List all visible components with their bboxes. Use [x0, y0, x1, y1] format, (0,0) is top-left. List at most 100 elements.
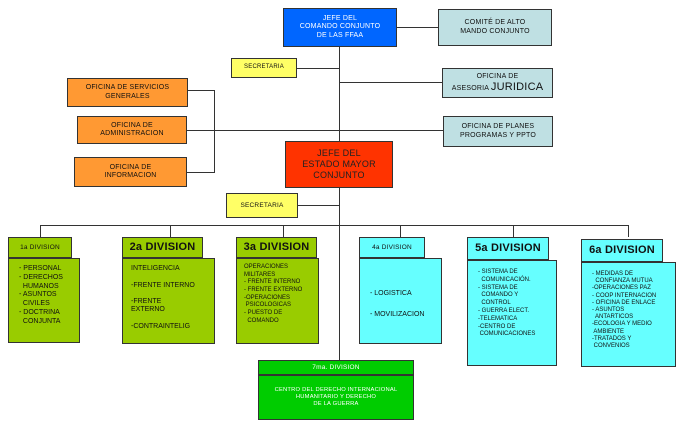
comite-alto-mando-box: COMITÉ DE ALTO MANDO CONJUNTO	[438, 9, 552, 46]
division-3-item: -OPERACIONES	[244, 294, 291, 301]
division-7-body: CENTRO DEL DERECHO INTERNACIONAL HUMANIT…	[258, 375, 414, 420]
jefe-comando-conjunto-label: JEFE DEL COMANDO CONJUNTO DE LAS FFAA	[299, 14, 381, 39]
connector-div3	[283, 225, 284, 237]
division-5-item: - SISTEMA DE	[478, 269, 518, 275]
division-6-item: - OFICINA DE ENLACE	[592, 299, 656, 306]
division-2-title: 2a DIVISION	[129, 240, 196, 253]
asesoria-juridica-box: OFICINA DE ASESORIA JURIDICA	[442, 68, 553, 98]
division-5-title: 5a DIVISION	[475, 241, 541, 254]
oficina-planes-label: OFICINA DE PLANES PROGRAMAS Y PPTO	[460, 123, 536, 139]
division-2-item	[131, 273, 206, 281]
oficina-informacion-label: OFICINA DE INFORMACION	[104, 163, 157, 179]
division-6-title: 6a DIVISION	[589, 243, 655, 256]
division-6-item: CONFIANZA MUTUA	[592, 278, 653, 285]
connector-informacion	[187, 172, 215, 173]
division-1-item: - DOCTRINA	[19, 308, 60, 316]
connector-asesoria	[339, 82, 442, 83]
division-1-title: 1a DIVISION	[20, 243, 60, 251]
division-2-body: INTELIGENCIA -FRENTE INTERNO -FRENTE EXT…	[122, 258, 215, 344]
division-3-title: 3a DIVISION	[243, 240, 310, 253]
oficina-informacion-box: OFICINA DE INFORMACION	[74, 157, 187, 187]
secretaria-1-label: SECRETARIA	[244, 64, 284, 71]
division-7-item: CENTRO DEL DERECHO INTERNACIONAL	[274, 386, 398, 393]
division-1-item: HUMANOS	[19, 282, 59, 290]
division-7-item: HUMANITARIO Y DERECHO	[295, 393, 377, 400]
division-3-item: MILITARES	[244, 271, 276, 278]
division-2-item: -FRENTE INTERNO	[131, 281, 195, 289]
division-3-item: - PUESTO DE	[244, 310, 283, 317]
division-3-body: OPERACIONES MILITARES - FRENTE INTERNO -…	[236, 258, 319, 344]
connector-servicios	[187, 90, 215, 91]
division-5-body: - SISTEMA DE COMUNICACIÓN. - SISTEMA DE …	[467, 260, 557, 366]
oficina-administracion-label: OFICINA DE ADMINISTRACION	[100, 121, 164, 137]
oficina-servicios-generales-box: OFICINA DE SERVICIOS GENERALES	[67, 78, 188, 107]
secretaria-2-box: SECRETARIA	[226, 193, 298, 218]
connector-comite	[397, 27, 438, 28]
division-2-item: EXTERNO	[131, 306, 165, 314]
division-4-body: - LOGISTICA - MOVILIZACION	[359, 258, 442, 344]
division-2-header: 2a DIVISION	[122, 237, 203, 258]
connector-div5	[513, 225, 514, 237]
division-3-item: OPERACIONES	[244, 264, 289, 270]
division-2-item	[131, 290, 206, 298]
division-1-header: 1a DIVISION	[8, 237, 72, 258]
division-6-item: -ECOLOGIA Y MEDIO	[592, 321, 652, 328]
division-5-item: COMANDO Y	[478, 292, 519, 299]
division-2-item: -FRENTE	[131, 298, 162, 305]
division-7-header: 7ma. DIVISION	[258, 360, 414, 375]
division-6-item: -TRATADOS Y	[592, 335, 632, 342]
division-1-item: - PERSONAL	[19, 265, 62, 272]
division-5-item: COMUNICACIÓN.	[478, 276, 531, 283]
connector-div1	[40, 225, 41, 237]
connector-div2	[170, 225, 171, 237]
division-6-item: -OPERACIONES PAZ	[592, 285, 651, 292]
division-1-item: - DERECHOS	[19, 273, 63, 281]
division-1-item: CONJUNTA	[19, 317, 61, 325]
division-1-body: - PERSONAL - DERECHOS HUMANOS - ASUNTOS …	[8, 258, 80, 343]
division-3-item: - FRENTE EXTERNO	[244, 287, 303, 294]
division-6-item: CONVENIOS	[592, 342, 630, 349]
division-5-item: COMUNICACIONES	[478, 331, 536, 338]
division-1-item: CIVILES	[19, 300, 50, 307]
division-5-item: - GUERRA ELECT.	[478, 307, 530, 314]
division-6-item: ANTARTICOS	[592, 314, 634, 321]
division-4-item: - MOVILIZACION	[370, 311, 425, 318]
oficina-servicios-generales-label: OFICINA DE SERVICIOS GENERALES	[85, 84, 170, 100]
division-7-title: 7ma. DIVISION	[312, 363, 360, 371]
division-5-item: -TELEMATICA	[478, 315, 518, 322]
jefe-estado-mayor-label: JEFE DEL ESTADO MAYOR CONJUNTO	[302, 148, 376, 180]
jefe-estado-mayor-box: JEFE DEL ESTADO MAYOR CONJUNTO	[285, 141, 393, 188]
division-2-item: -CONTRAINTELIG	[131, 322, 191, 330]
division-4-header: 4a DIVISION	[359, 237, 425, 258]
connector-offices-horizontal	[187, 130, 443, 131]
division-3-item: PSICOLOGICAS	[244, 302, 292, 309]
connector-offices-bracket-vertical	[214, 90, 215, 172]
division-2-item	[131, 315, 206, 323]
division-6-item: AMBIENTE	[592, 328, 625, 335]
asesoria-juridica-line2: ASESORIA JURIDICA	[452, 81, 544, 94]
division-4-item: - LOGISTICA	[370, 290, 412, 297]
division-2-item: INTELIGENCIA	[131, 265, 180, 272]
division-6-item: - ASUNTOS	[592, 306, 625, 313]
asesoria-juridica-label: OFICINA DE	[476, 72, 519, 80]
division-5-item: CONTROL	[478, 300, 511, 307]
division-6-item: - COOP INTERNACION	[592, 292, 657, 299]
division-5-header: 5a DIVISION	[467, 237, 549, 260]
division-6-header: 6a DIVISION	[581, 239, 663, 262]
division-4-title: 4a DIVISION	[372, 243, 412, 251]
secretaria-2-label: SECRETARIA	[240, 201, 284, 209]
connector-main-vertical	[339, 47, 340, 360]
division-5-item: -CENTRO DE	[478, 323, 516, 330]
division-1-item: - ASUNTOS	[19, 291, 57, 299]
secretaria-1-box: SECRETARIA	[231, 58, 297, 78]
asesoria-juridica-emphasis: JURIDICA	[490, 80, 544, 93]
division-3-item: COMANDO	[244, 317, 279, 324]
connector-div4	[400, 225, 401, 237]
division-3-header: 3a DIVISION	[236, 237, 317, 258]
comite-alto-mando-label: COMITÉ DE ALTO MANDO CONJUNTO	[460, 19, 530, 35]
connector-secretaria-1	[296, 68, 339, 69]
oficina-planes-box: OFICINA DE PLANES PROGRAMAS Y PPTO	[443, 116, 553, 147]
connector-div6	[628, 225, 629, 237]
division-5-item: - SISTEMA DE	[478, 284, 518, 291]
division-6-item: - MEDIDAS DE	[592, 271, 634, 277]
